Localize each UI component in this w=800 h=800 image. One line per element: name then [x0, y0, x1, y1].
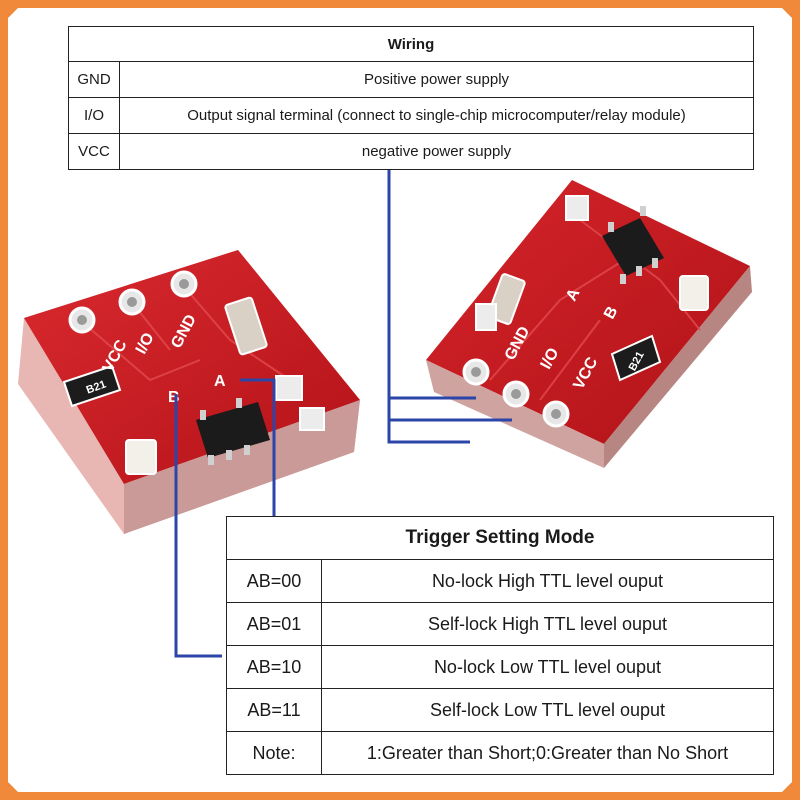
trigger-mode-table: Trigger Setting Mode AB=00 No-lock High …: [226, 516, 774, 775]
resistor-right: B21: [610, 334, 662, 382]
table-row: Note: 1:Greater than Short;0:Greater tha…: [226, 731, 774, 775]
trigger-desc: Self-lock Low TTL level ouput: [321, 688, 774, 732]
pad-top-right: [565, 195, 589, 221]
wiring-desc: negative power supply: [119, 133, 754, 170]
leader-lines: [174, 166, 512, 658]
trigger-code: AB=01: [226, 602, 322, 646]
table-row: AB=10 No-lock Low TTL level ouput: [226, 645, 774, 689]
pad-side-right: [475, 303, 497, 331]
trigger-desc: No-lock Low TTL level ouput: [321, 645, 774, 689]
table-row: I/O Output signal terminal (connect to s…: [68, 97, 754, 134]
header-pads-right: [462, 358, 570, 428]
wiring-desc: Output signal terminal (connect to singl…: [119, 97, 754, 134]
frame-corner: [774, 774, 800, 800]
touch-module-board-right: B21 GND I/O VCC A B: [426, 180, 752, 468]
led-left: [125, 439, 157, 475]
pad-b-left: [299, 407, 325, 431]
board-right-side-b: [604, 266, 752, 468]
resistor-left: B21: [62, 364, 122, 408]
trigger-note-text: 1:Greater than Short;0:Greater than No S…: [321, 731, 774, 775]
trigger-code: AB=10: [226, 645, 322, 689]
trigger-code: AB=11: [226, 688, 322, 732]
table-row: VCC negative power supply: [68, 133, 754, 170]
wiring-table: Wiring GND Positive power supply I/O Out…: [68, 26, 754, 170]
frame-corner: [0, 0, 26, 26]
led-right: [679, 275, 709, 311]
wiring-desc: Positive power supply: [119, 61, 754, 98]
table-row: GND Positive power supply: [68, 61, 754, 98]
trigger-desc: Self-lock High TTL level ouput: [321, 602, 774, 646]
wiring-pin: GND: [68, 61, 120, 98]
silk-b-left: B: [168, 389, 180, 406]
table-row: AB=11 Self-lock Low TTL level ouput: [226, 688, 774, 732]
ic-chip-left: [196, 398, 270, 465]
wiring-title: Wiring: [68, 26, 754, 62]
trigger-desc: No-lock High TTL level ouput: [321, 559, 774, 603]
leader-trigger-a: [240, 378, 276, 516]
trigger-note-label: Note:: [226, 731, 322, 775]
frame-corner: [0, 774, 26, 800]
capacitor-right: [487, 273, 526, 325]
trigger-code: AB=00: [226, 559, 322, 603]
capacitor-left: [224, 296, 268, 356]
wiring-pin: VCC: [68, 133, 120, 170]
board-right-face: [426, 180, 750, 444]
leader-trigger-b: [174, 394, 222, 658]
header-pads-left: [68, 270, 198, 334]
trigger-title: Trigger Setting Mode: [226, 516, 774, 560]
board-right-side-a: [426, 360, 604, 468]
ic-chip-right: [602, 206, 664, 284]
frame-corner: [774, 0, 800, 26]
board-left-side: [124, 400, 360, 534]
table-row: AB=01 Self-lock High TTL level ouput: [226, 602, 774, 646]
table-row: AB=00 No-lock High TTL level ouput: [226, 559, 774, 603]
silk-a-left: A: [214, 373, 226, 390]
leader-wiring-main: [387, 166, 470, 444]
pad-a-left: [275, 375, 303, 401]
touch-module-board-left: B21 GND I/O VCC A B: [18, 250, 360, 534]
wiring-pin: I/O: [68, 97, 120, 134]
board-left-face: [24, 250, 360, 484]
